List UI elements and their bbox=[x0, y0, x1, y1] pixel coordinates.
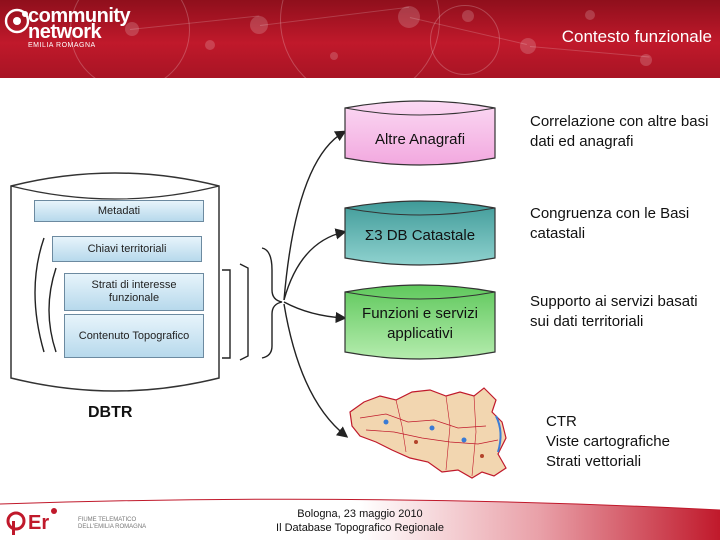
layer-contenuto-topografico: Contenuto Topografico bbox=[64, 314, 204, 358]
pier-sub-line-2: DELL'EMILIA ROMAGNA bbox=[78, 524, 147, 530]
description-altre-anagrafi: Correlazione con altre basi dati ed anag… bbox=[530, 113, 709, 150]
logo-line-2: network bbox=[28, 21, 102, 43]
cylinder-altre-anagrafi bbox=[344, 100, 496, 166]
logo-wordmark: community network bbox=[28, 5, 131, 43]
description-db-catastale: Congruenza con le Basi catastali bbox=[530, 205, 690, 242]
description-map-block: CTR Viste cartografiche Strati vettorial… bbox=[546, 412, 716, 472]
cylinder-funzioni-servizi bbox=[344, 284, 496, 360]
layer-label: Strati di interesse funzionale bbox=[91, 279, 177, 304]
layer-label: Contenuto Topografico bbox=[78, 329, 190, 342]
layer-chiavi-territoriali: Chiavi territoriali bbox=[52, 236, 202, 262]
footer-subject: Il Database Topografico Regionale bbox=[276, 522, 444, 534]
layer-label: Chiavi territoriali bbox=[87, 242, 167, 255]
svg-text:Er: Er bbox=[28, 512, 49, 534]
logo-line-1: community bbox=[28, 5, 131, 27]
map-desc-line: Viste cartografiche bbox=[546, 433, 670, 450]
db-catastale-label: Σ3 DB Catastale bbox=[364, 227, 476, 244]
cylinder-db-catastale bbox=[344, 200, 496, 266]
slide-title: Contesto funzionale bbox=[561, 27, 712, 46]
layer-metadati: Metadati bbox=[34, 200, 204, 222]
funzioni-servizi-label: Funzioni e servizi applicativi bbox=[362, 305, 478, 342]
footer-date: Bologna, 23 maggio 2010 bbox=[297, 508, 423, 520]
logo-subtitle: EMILIA ROMAGNA bbox=[28, 42, 96, 49]
header-banner: community network EMILIA ROMAGNA Contest… bbox=[0, 0, 720, 78]
community-network-logo-icon bbox=[4, 8, 30, 34]
footer-text: Bologna, 23 maggio 2010 Il Database Topo… bbox=[250, 507, 470, 535]
map-desc-line: Strati vettoriali bbox=[546, 453, 642, 470]
footer-band bbox=[0, 496, 720, 540]
emilia-romagna-map-image bbox=[349, 387, 507, 479]
altre-anagrafi-label: Altre Anagrafi bbox=[374, 131, 466, 148]
description-funzioni-servizi: Supporto ai servizi basati sui dati terr… bbox=[530, 293, 698, 330]
map-desc-line: CTR bbox=[546, 413, 577, 430]
pier-logo-icon: Er bbox=[6, 508, 57, 535]
layer-label: Metadati bbox=[97, 204, 141, 217]
pier-sub-line-1: FIUME TELEMATICO bbox=[78, 517, 137, 523]
layer-strati-interesse: Strati di interesse funzionale bbox=[64, 273, 204, 311]
pier-subtitle: FIUME TELEMATICO DELL'EMILIA ROMAGNA bbox=[78, 517, 146, 531]
dbtr-label: DBTR bbox=[88, 404, 133, 421]
